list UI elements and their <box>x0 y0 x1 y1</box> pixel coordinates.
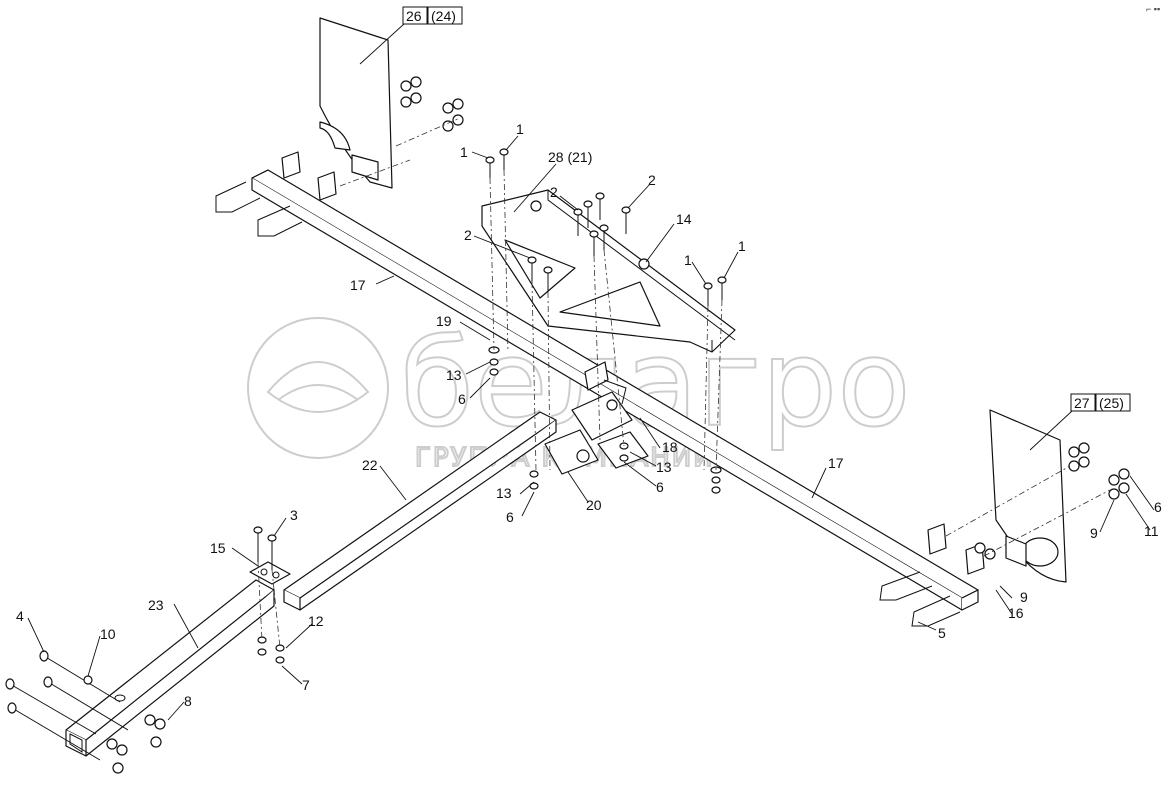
callout-2: 2 <box>464 227 472 243</box>
callout-1: 1 <box>738 238 746 254</box>
callout-7: 7 <box>302 677 310 693</box>
callout-28: 28 (21) <box>548 149 592 165</box>
corner-mark: ⌐ ▪▪ <box>1146 4 1160 14</box>
boxed-callout-26: 26 (24) <box>359 6 463 65</box>
callout-9: 9 <box>1020 589 1028 605</box>
callout-20: 20 <box>586 497 602 513</box>
callout-13: 13 <box>496 485 512 501</box>
left-u-bolts <box>215 151 337 237</box>
callout-16: 16 <box>1008 605 1024 621</box>
drawbar-tube <box>283 411 557 611</box>
callout-19: 19 <box>436 313 452 329</box>
callout-14: 14 <box>676 211 692 227</box>
callout-23: 23 <box>148 597 164 613</box>
triangle-bracket <box>481 189 736 353</box>
centre-clamp <box>544 361 649 475</box>
callout-2: 2 <box>648 172 656 188</box>
callout-5: 5 <box>938 625 946 641</box>
front-tube <box>65 579 275 757</box>
callout-6: 6 <box>656 479 664 495</box>
callout-6: 6 <box>506 509 514 525</box>
callout-10: 10 <box>100 626 116 642</box>
boxed-callout-alt: (25) <box>1099 395 1124 411</box>
callout-9: 9 <box>1090 525 1098 541</box>
plate-bracket <box>249 561 291 585</box>
boxed-callout-number: 26 <box>406 8 422 24</box>
callout-18: 18 <box>662 439 678 455</box>
boxed-callout-alt: (24) <box>431 8 456 24</box>
callout-13: 13 <box>446 367 462 383</box>
bolt-group <box>253 148 727 570</box>
callout-6: 6 <box>1154 499 1162 515</box>
callout-22: 22 <box>362 457 378 473</box>
watermark-logo-ring <box>247 317 389 459</box>
callout-17: 17 <box>828 455 844 471</box>
callout-1: 1 <box>516 121 524 137</box>
leader-lines <box>27 135 1155 721</box>
left-mudguard <box>319 17 393 189</box>
boxed-callout-27: 27 (25) <box>1029 393 1131 451</box>
callout-4: 4 <box>16 608 24 624</box>
callout-1: 1 <box>684 252 692 268</box>
callout-labels: 1 1 1 1 2 2 2 3 4 5 6 6 6 6 7 8 9 9 10 1… <box>16 121 1162 709</box>
callout-6: 6 <box>458 391 466 407</box>
callout-11: 11 <box>1144 523 1159 539</box>
boxed-callout-number: 27 <box>1074 395 1090 411</box>
callout-15: 15 <box>210 540 226 556</box>
callout-12: 12 <box>308 613 324 629</box>
right-mudguard <box>989 409 1067 583</box>
callout-1: 1 <box>460 144 468 160</box>
callout-17: 17 <box>350 277 366 293</box>
callout-8: 8 <box>184 693 192 709</box>
watermark-logo-swoosh <box>266 361 370 413</box>
assembly-lines <box>257 117 1111 649</box>
front-long-bolts <box>5 650 129 761</box>
callout-13: 13 <box>656 459 672 475</box>
callout-2: 2 <box>550 184 558 200</box>
callout-3: 3 <box>290 507 298 523</box>
